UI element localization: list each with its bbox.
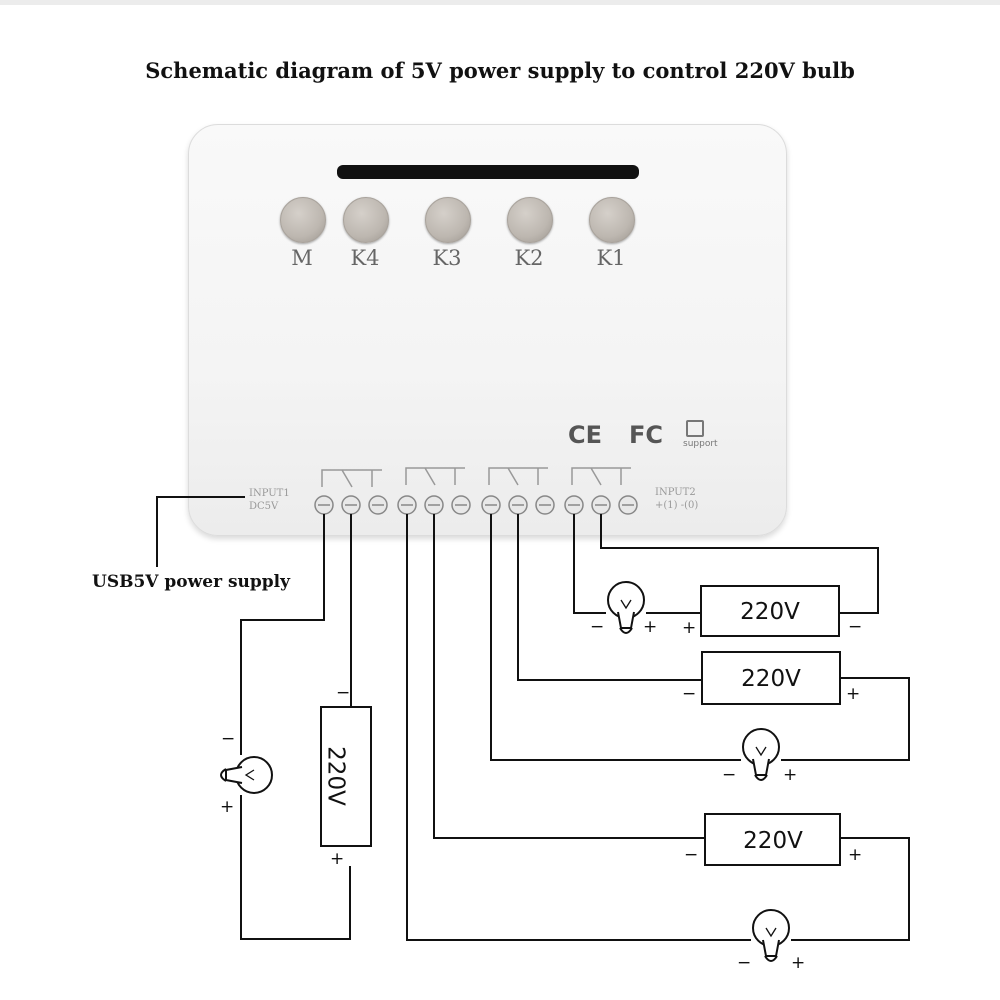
rohs-label: support bbox=[683, 439, 718, 449]
button-label-m: M bbox=[291, 246, 313, 270]
relay-contact-symbols bbox=[321, 467, 631, 488]
power-supply-label: USB5V power supply bbox=[92, 572, 290, 592]
circuit1-wire bbox=[240, 514, 325, 755]
load-third-minus: − bbox=[684, 845, 698, 865]
load-second-minus: − bbox=[682, 684, 696, 704]
input2-polarity: +(1) -(0) bbox=[655, 500, 699, 511]
button-k2[interactable] bbox=[507, 197, 553, 243]
bulb-bottom-icon bbox=[752, 909, 790, 962]
circuit4-wire bbox=[406, 514, 751, 941]
fcc-mark: FC bbox=[629, 421, 664, 449]
bulb-left-minus: − bbox=[221, 729, 235, 749]
button-label-k2: K2 bbox=[514, 246, 544, 270]
button-k3[interactable] bbox=[425, 197, 471, 243]
wires bbox=[156, 496, 910, 941]
bulb-top-plus: + bbox=[643, 617, 657, 637]
load-second-plus: + bbox=[846, 684, 860, 704]
load-left-label: 220V bbox=[323, 746, 349, 806]
load-top-minus: − bbox=[848, 617, 862, 637]
circuit-top-return-wire bbox=[600, 514, 879, 614]
input1-name: INPUT1 bbox=[249, 488, 290, 499]
circuit1-return-wire bbox=[240, 795, 351, 940]
relay-module: M K4 K3 K2 K1 CE FC support INPUT1 DC5V … bbox=[188, 124, 787, 536]
button-label-k3: K3 bbox=[432, 246, 462, 270]
bulb-top-icon bbox=[607, 581, 645, 634]
circuit2-return-wire bbox=[781, 677, 910, 761]
load-third-plus: + bbox=[848, 845, 862, 865]
load-second-label: 220V bbox=[741, 666, 801, 692]
circuit2-wire bbox=[490, 514, 741, 761]
bulb-bottom-plus: + bbox=[791, 953, 805, 973]
load-left-vertical: 220V − + bbox=[320, 683, 372, 869]
load-second: 220V − + bbox=[682, 651, 860, 705]
bulb-left-icon bbox=[220, 756, 273, 794]
usb-power-wire bbox=[156, 496, 245, 567]
button-k1[interactable] bbox=[589, 197, 635, 243]
button-m[interactable] bbox=[280, 197, 326, 243]
input2-label: INPUT2 +(1) -(0) bbox=[655, 486, 698, 512]
load-left-minus: − bbox=[336, 683, 350, 703]
bulb-middle-icon bbox=[742, 728, 780, 781]
bulb-left-plus: + bbox=[220, 797, 234, 817]
input1-voltage: DC5V bbox=[249, 501, 279, 512]
load-top: 220V + − bbox=[682, 585, 862, 638]
load-top-plus: + bbox=[682, 618, 696, 638]
load-third: 220V − + bbox=[684, 813, 862, 866]
circuit3-wire bbox=[433, 514, 705, 839]
button-label-k1: K1 bbox=[596, 246, 626, 270]
input2-name: INPUT2 bbox=[655, 487, 696, 498]
circuit-top-wire bbox=[573, 514, 606, 614]
bulb-middle-plus: + bbox=[783, 765, 797, 785]
bulb-middle-minus: − bbox=[722, 765, 736, 785]
button-k4[interactable] bbox=[343, 197, 389, 243]
load-third-label: 220V bbox=[743, 828, 803, 854]
terminal-block bbox=[314, 495, 638, 515]
antenna-slot bbox=[337, 165, 639, 179]
rohs-icon bbox=[686, 420, 704, 437]
load-top-label: 220V bbox=[740, 599, 800, 625]
diagram-title: Schematic diagram of 5V power supply to … bbox=[145, 58, 855, 83]
circuit2-load-wire bbox=[517, 514, 702, 681]
bulb-bottom-minus: − bbox=[737, 953, 751, 973]
button-label-k4: K4 bbox=[350, 246, 380, 270]
input1-label: INPUT1 DC5V bbox=[249, 487, 290, 513]
circuit4-return-wire bbox=[791, 837, 910, 941]
bulb-top-minus: − bbox=[590, 617, 604, 637]
top-border bbox=[0, 0, 1000, 5]
load-left-plus: + bbox=[330, 849, 344, 869]
ce-mark: CE bbox=[568, 421, 603, 449]
